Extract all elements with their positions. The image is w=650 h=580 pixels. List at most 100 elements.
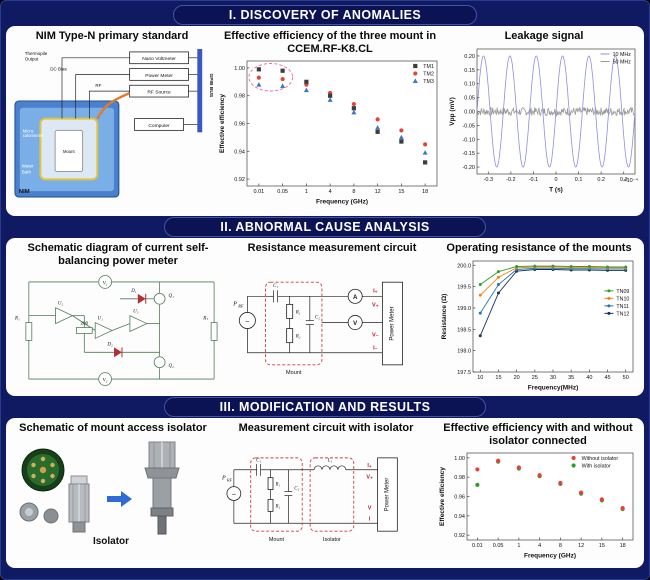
svg-text:0.1: 0.1: [575, 177, 583, 183]
section2-title: II. ABNORMAL CAUSE ANALYSIS: [220, 220, 430, 234]
isolator-circuit-title: Measurement circuit with isolator: [238, 422, 414, 434]
diode-d2-label: D₂: [106, 342, 113, 347]
arrow-icon: [107, 490, 132, 507]
transistor-q2-label: Q₂: [169, 364, 175, 369]
svg-text:0.94: 0.94: [454, 514, 465, 520]
signal-lines: Thermopile Output DC Bias RF: [25, 50, 131, 119]
svg-text:4: 4: [329, 189, 332, 195]
svg-text:40: 40: [586, 375, 592, 381]
svg-text:0.05: 0.05: [277, 189, 288, 195]
svg-text:With isolator: With isolator: [582, 464, 611, 470]
v-minus-label: V₋: [372, 332, 379, 338]
meter-v1-label: V₁: [103, 281, 108, 286]
svg-text:Frequency (GHz): Frequency (GHz): [316, 199, 368, 206]
v-plus-label: V₊: [372, 302, 379, 308]
efficiency-chart-column: Effective efficiency of the three mount …: [217, 29, 443, 213]
svg-text:TN09: TN09: [616, 288, 629, 294]
svg-text:-0.2: -0.2: [506, 177, 515, 183]
resistor-rs-label: Rₛ: [202, 317, 208, 322]
svg-text:1: 1: [517, 543, 520, 549]
efficiency-chart-title: Effective efficiency of the three mount …: [217, 30, 443, 55]
prf-label: P: [232, 301, 237, 307]
computer-label: Computer: [148, 122, 170, 128]
section3-banner: III. MODIFICATION AND RESULTS: [163, 397, 487, 417]
svg-text:~: ~: [245, 317, 250, 326]
svg-text:Effective efficiency: Effective efficiency: [439, 467, 446, 526]
svg-text:1.00: 1.00: [454, 456, 465, 462]
svg-text:0.92: 0.92: [454, 533, 465, 539]
svg-text:0.05: 0.05: [464, 95, 475, 101]
svg-text:35: 35: [568, 375, 574, 381]
mount-box-label: Mount: [269, 537, 285, 543]
svg-text:199.0: 199.0: [457, 305, 471, 311]
resistor-200-label: 200: [81, 321, 89, 326]
selfbalancing-column: Schematic diagram of current self-balanc…: [11, 241, 225, 393]
svg-text:15: 15: [495, 375, 501, 381]
svg-text:0.96: 0.96: [454, 495, 465, 501]
svg-text:18: 18: [620, 543, 626, 549]
svg-text:0.01: 0.01: [254, 189, 265, 195]
svg-text:-0.1: -0.1: [529, 177, 538, 183]
isolator-photos: Isolator: [19, 441, 180, 547]
svg-text:T (s): T (s): [549, 186, 563, 193]
svg-text:30: 30: [550, 375, 556, 381]
c1-label: C₁: [256, 458, 261, 463]
resistance-measurement-circuit: ~ P RF Mount C₁: [232, 281, 403, 375]
svg-text:12: 12: [578, 543, 584, 549]
svg-text:TM1: TM1: [423, 64, 434, 70]
isolator-photo-column: Schematic of mount access isolator: [11, 421, 215, 565]
rf-source-label: RF Source: [147, 89, 171, 95]
efficiency-chart-title-bold: CCEM.RF-K8.CL: [287, 42, 373, 55]
isolator-network: Isolator L₁: [309, 456, 378, 543]
prf-sub-label: RF: [226, 477, 233, 482]
svg-text:×10⁻⁴: ×10⁻⁴: [623, 177, 638, 184]
svg-text:45: 45: [604, 375, 610, 381]
mount-label: Mount: [63, 148, 76, 153]
svg-text:0.20: 0.20: [464, 53, 475, 59]
c2-label: C₂: [315, 315, 320, 320]
svg-text:4: 4: [538, 543, 541, 549]
svg-text:198.5: 198.5: [457, 327, 471, 333]
opamp-u3-label: U₃: [133, 310, 139, 315]
section1-banner: I. DISCOVERY OF ANOMALIES: [172, 5, 478, 25]
opamp-u2-label: U₂: [58, 302, 64, 307]
r2-label: R₂: [274, 504, 280, 509]
isolator-measurement-circuit: ~ P RF Mount C₁ R₁: [221, 456, 398, 543]
svg-text:1: 1: [305, 189, 308, 195]
thermopile-output-label-2: Output: [25, 56, 39, 61]
isolator-assembly-photo: [144, 441, 180, 534]
i-plus-label: I₊: [373, 288, 378, 294]
svg-text:Resistance (Ω): Resistance (Ω): [441, 293, 448, 339]
leakage-signal-chart: 0.200.150.100.050.00-0.05-0.10-0.15-0.20…: [449, 48, 639, 193]
svg-text:10: 10: [477, 375, 483, 381]
section3-title: III. MODIFICATION AND RESULTS: [219, 400, 431, 414]
resistance-chart-column: Operating resistance of the mounts 197.5…: [439, 241, 639, 393]
transistor-q1-label: Q₁: [169, 294, 175, 299]
i-label: I: [369, 516, 371, 522]
r1-label: R₁: [274, 482, 280, 487]
nim-label: NIM: [19, 189, 30, 195]
svg-text:197.5: 197.5: [457, 370, 471, 376]
opamp-u1-label: U₁: [98, 317, 104, 322]
svg-text:199.5: 199.5: [457, 284, 471, 290]
thermopile-output-label-1: Thermopile: [25, 50, 48, 55]
meters: A V Power Meter I₊ V₊ V₋ I₋: [321, 281, 403, 365]
svg-text:-0.05: -0.05: [462, 123, 475, 129]
v-plus-label: V₊: [366, 474, 373, 480]
i-minus-label: I₋: [373, 345, 378, 351]
connector-ring-photo: [19, 502, 59, 523]
resistor-r1-label: R₁: [14, 317, 20, 322]
svg-text:0.98: 0.98: [454, 475, 465, 481]
mount-box-label: Mount: [286, 369, 302, 375]
ammeter-label: A: [353, 294, 358, 300]
power-meter: Power Meter I₊ V₊ V I: [366, 456, 398, 532]
svg-text:-0.20: -0.20: [462, 165, 475, 171]
circuit-wires: [28, 281, 215, 380]
source: ~ P RF: [232, 295, 272, 353]
r2-label: R₂: [295, 334, 301, 339]
microcalorimeter-label-2: calorimeter: [23, 133, 44, 138]
prf-label: P: [221, 475, 226, 481]
